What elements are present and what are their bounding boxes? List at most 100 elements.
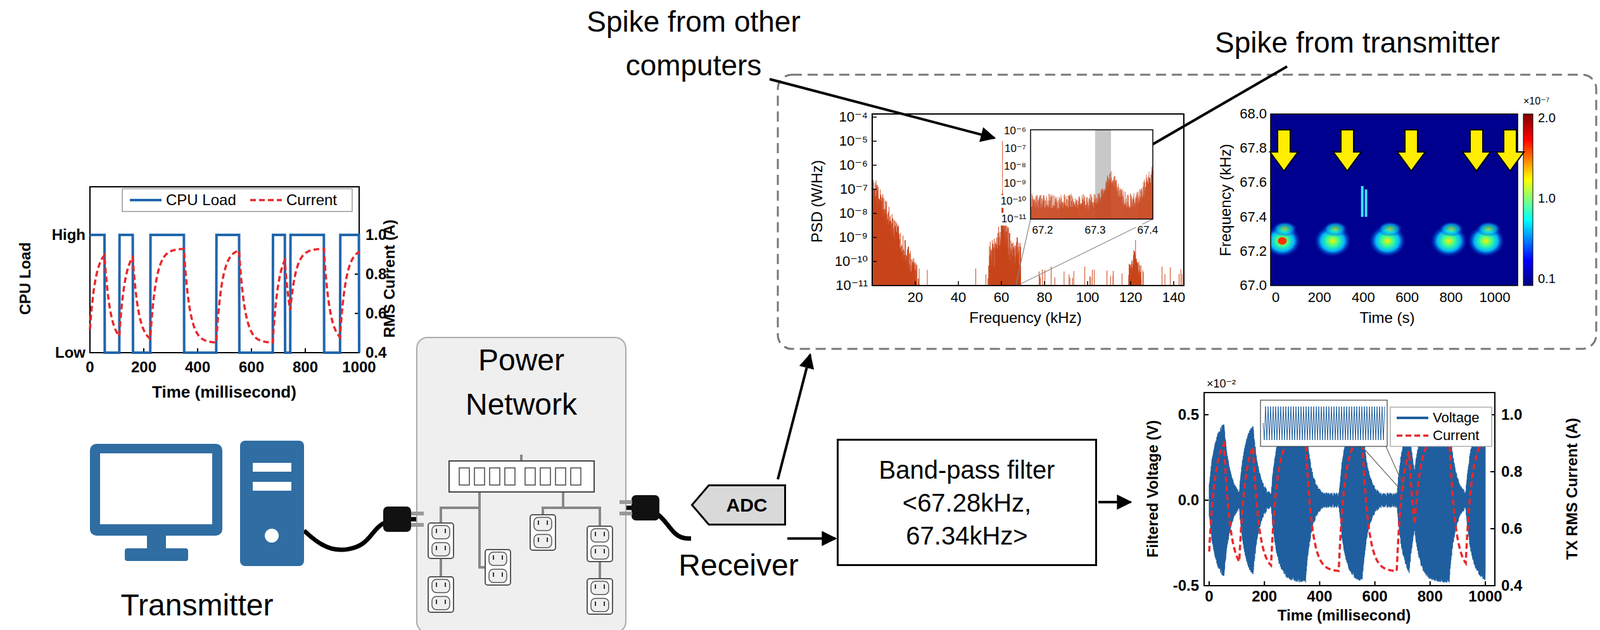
plug xyxy=(383,506,424,533)
cpu-load-line xyxy=(89,234,360,353)
wiring-illustration xyxy=(416,336,627,625)
breaker xyxy=(489,468,500,486)
node-heading: Receiver xyxy=(678,547,799,583)
axis-tick: 67.6 xyxy=(1239,174,1267,191)
axis-tick: High xyxy=(51,226,86,244)
axis-tick: 10⁻⁵ xyxy=(839,133,868,149)
axis-tick: 20 xyxy=(907,289,923,306)
axis-tick: 600 xyxy=(1362,587,1388,606)
axis-title: RMS Current (A) xyxy=(380,219,399,339)
zoom-lines xyxy=(1361,446,1405,489)
drawing-part xyxy=(431,542,450,557)
axis-tick: 68.0 xyxy=(1239,105,1267,122)
axis-tick: 400 xyxy=(184,358,211,377)
energy-streak xyxy=(1362,186,1367,218)
spectrogram-ground xyxy=(1270,114,1518,286)
axis-tick: 140 xyxy=(1162,289,1186,306)
inset-tick: 10⁻⁸ xyxy=(1002,160,1028,173)
axis-tick: 40 xyxy=(950,289,966,306)
drawing-part xyxy=(436,582,446,588)
drawing-part xyxy=(493,555,503,560)
breaker xyxy=(504,468,515,486)
drawing-part xyxy=(631,495,660,521)
wire xyxy=(440,454,600,579)
drawing-part xyxy=(411,523,424,527)
breaker xyxy=(474,468,485,486)
legend-sample xyxy=(1396,409,1429,427)
screen xyxy=(100,453,213,525)
marker-arrow xyxy=(1333,129,1362,172)
power-network-box: Power Network xyxy=(416,336,627,630)
inset-tick: 67.2 xyxy=(1030,224,1054,237)
scale-factor: ×10⁻⁷ xyxy=(1523,95,1550,108)
breaker xyxy=(540,468,551,486)
filter-box: Band-pass filter <67.28kHz, 67.34kHz> xyxy=(836,438,1098,567)
legend-text: Current xyxy=(286,191,337,210)
drawing-part xyxy=(436,546,446,551)
axis-tick: 800 xyxy=(1417,587,1443,606)
marker-arrow xyxy=(1462,129,1491,172)
axis-tick: 60 xyxy=(993,289,1010,306)
drawing-part xyxy=(485,549,511,586)
current-line xyxy=(1209,435,1486,572)
spectrogram-blobs xyxy=(1270,186,1505,258)
axis-tick: 10⁻⁴ xyxy=(838,108,868,125)
axis-tick: 120 xyxy=(1119,289,1143,306)
node-text: Band-pass filter <67.28kHz, 67.34kHz> xyxy=(859,453,1075,553)
legend-item: Voltage xyxy=(1396,409,1480,427)
monitor xyxy=(89,444,223,536)
axis-tick: -0.5 xyxy=(1173,577,1200,595)
legend-text: CPU Load xyxy=(165,191,237,210)
legend-text: Current xyxy=(1432,427,1480,445)
axis-tick: 0 xyxy=(1271,289,1280,306)
drawing-part xyxy=(533,517,552,531)
axis-tick: 80 xyxy=(1036,289,1053,306)
axis-tick: 10⁻⁶ xyxy=(839,157,868,173)
drawing-part xyxy=(250,198,282,202)
drawing-part xyxy=(587,526,613,562)
node-text: ADC xyxy=(691,484,787,526)
axis-title: Time (millisecond) xyxy=(152,383,297,403)
colorbar-tick: 0.1 xyxy=(1537,271,1556,287)
axis-tick: 67.4 xyxy=(1239,209,1267,225)
drawing-part xyxy=(619,500,633,505)
plot-frame xyxy=(1204,392,1495,586)
outlet xyxy=(587,526,613,562)
callout-text: Spike from transmitter xyxy=(1214,25,1500,60)
axis-title: CPU Load xyxy=(16,242,35,316)
axis-tick: 0.8 xyxy=(1501,463,1523,481)
plot-frame xyxy=(89,186,360,353)
marker-arrow xyxy=(1269,129,1298,172)
axis-tick: 800 xyxy=(1439,289,1463,306)
drawing-part xyxy=(590,528,609,543)
axis-tick: 67.2 xyxy=(1239,243,1267,260)
drawing-part xyxy=(595,584,605,590)
axis-tick: 0.5 xyxy=(1178,406,1200,424)
drawing-part xyxy=(431,579,450,593)
axis-title: Filtered Voltage (V) xyxy=(1143,420,1162,559)
spectrogram-chart xyxy=(1263,114,1533,286)
power-button xyxy=(264,528,279,543)
drawing-part xyxy=(431,596,450,610)
axis-tick: 67.0 xyxy=(1239,277,1267,294)
inset-frame xyxy=(1030,129,1153,220)
drawing-part xyxy=(533,534,552,548)
plot-frame xyxy=(1270,114,1518,286)
drawing-part xyxy=(595,549,605,554)
axis-title: Frequency (kHz) xyxy=(1216,143,1235,256)
inset-data xyxy=(1031,165,1153,220)
drawing-part xyxy=(538,520,548,526)
outlet xyxy=(428,577,454,613)
drawing-part xyxy=(428,523,454,559)
inset-tick: 10⁻¹⁰ xyxy=(999,195,1028,208)
drive-slot xyxy=(252,482,292,491)
axis-tick: 0.4 xyxy=(1501,577,1523,595)
axis-tick: 1000 xyxy=(342,358,376,377)
zoom-lines xyxy=(1015,219,1153,285)
marker-arrow xyxy=(1496,129,1524,172)
axis-tick: 1000 xyxy=(1468,587,1502,606)
drawing-part xyxy=(428,577,454,613)
drawing-part xyxy=(590,546,609,560)
outlet xyxy=(587,578,613,615)
